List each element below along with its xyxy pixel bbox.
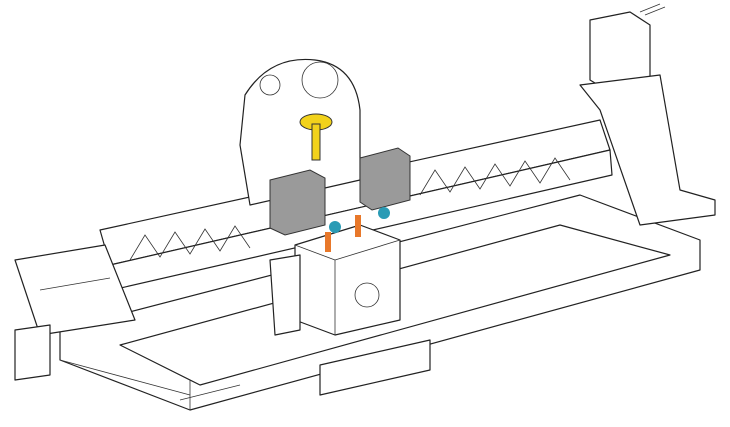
vertical-stepper-motor (579, 3, 716, 226)
carriage (269, 224, 401, 336)
yellow-knob (299, 113, 333, 161)
orange-pins (325, 215, 361, 252)
left-end-block (14, 244, 136, 381)
extruder-assembly (239, 58, 361, 206)
stepper-motor-left (269, 169, 326, 236)
stepper-motor-right (359, 147, 411, 211)
teal-balls (329, 207, 390, 233)
